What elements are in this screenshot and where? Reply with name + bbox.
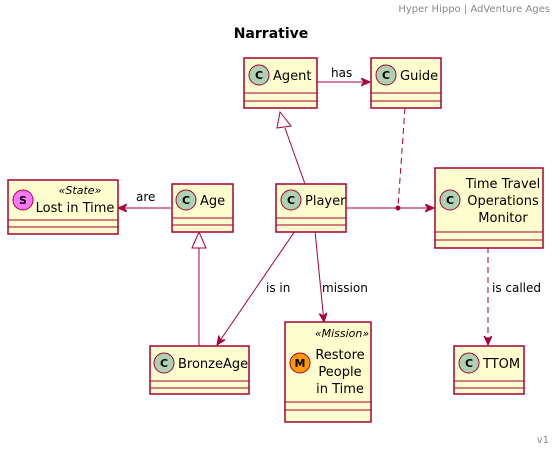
- class-name-line-3: in Time: [316, 382, 364, 397]
- class-badge-letter: C: [182, 194, 190, 207]
- mission-badge-icon: [289, 352, 311, 374]
- label-player-bronze: is in: [266, 281, 290, 295]
- class-name: Age: [200, 194, 225, 209]
- class-agent[interactable]: C Agent: [243, 57, 318, 109]
- class-guide[interactable]: C Guide: [370, 57, 442, 109]
- class-name: Lost in Time: [36, 201, 115, 216]
- inheritance-arrow-age: [191, 230, 207, 249]
- class-name: Player: [305, 194, 346, 209]
- stereotype-label: «Mission»: [315, 327, 370, 340]
- class-player[interactable]: C Player: [275, 183, 347, 233]
- class-badge-icon: [248, 64, 270, 86]
- class-badge-icon: [153, 352, 175, 374]
- class-name: TTOM: [482, 357, 520, 372]
- class-badge-icon: [458, 352, 480, 374]
- label-player-mission: mission: [322, 281, 368, 295]
- class-badge-icon: [439, 189, 461, 211]
- label-agent-guide: has: [331, 66, 352, 80]
- class-ttom[interactable]: C TTOM: [453, 345, 525, 395]
- stereotype-label: «State»: [59, 184, 102, 197]
- state-badge-letter: S: [19, 194, 27, 207]
- class-name-line-3: Monitor: [478, 211, 528, 226]
- class-name-line-2: People: [318, 365, 361, 380]
- class-name: Agent: [273, 69, 311, 84]
- state-lost-in-time[interactable]: S «State» Lost in Time: [7, 179, 119, 235]
- class-badge-letter: C: [255, 69, 263, 82]
- header-text: Hyper Hippo | AdVenture Ages: [398, 4, 550, 15]
- class-badge-letter: C: [160, 357, 168, 370]
- edge-player-mission: [314, 230, 324, 322]
- class-name: BronzeAge: [178, 357, 248, 372]
- association-dot: [395, 205, 401, 211]
- edge-player-agent: [284, 127, 306, 185]
- mission-restore-people-in-time[interactable]: M «Mission» Restore People in Time: [284, 321, 372, 423]
- diagram-title: Narrative: [234, 26, 309, 42]
- class-bronze-age[interactable]: C BronzeAge: [149, 345, 250, 395]
- class-badge-icon: [375, 64, 397, 86]
- class-badge-icon: [175, 189, 197, 211]
- class-badge-letter: C: [287, 194, 295, 207]
- class-name: Guide: [400, 69, 438, 84]
- class-badge-icon: [280, 189, 302, 211]
- class-badge-letter: C: [465, 357, 473, 370]
- class-age[interactable]: C Age: [171, 183, 234, 233]
- state-badge-icon: [12, 189, 34, 211]
- edge-guide-assoc: [397, 107, 406, 208]
- mission-badge-letter: M: [295, 357, 306, 370]
- class-time-travel-operations-monitor[interactable]: C Time Travel Operations Monitor: [434, 167, 544, 249]
- label-age-state: are: [136, 190, 155, 204]
- version-label: v1: [537, 435, 549, 446]
- class-name-line-2: Operations: [467, 194, 539, 209]
- class-badge-letter: C: [382, 69, 390, 82]
- edge-player-bronze: [217, 230, 296, 345]
- label-monitor-ttom: is called: [492, 281, 541, 295]
- class-name-line-1: Time Travel: [465, 177, 541, 192]
- inheritance-arrow-agent: [276, 110, 292, 129]
- class-name-line-1: Restore: [315, 348, 364, 363]
- class-badge-letter: C: [446, 194, 454, 207]
